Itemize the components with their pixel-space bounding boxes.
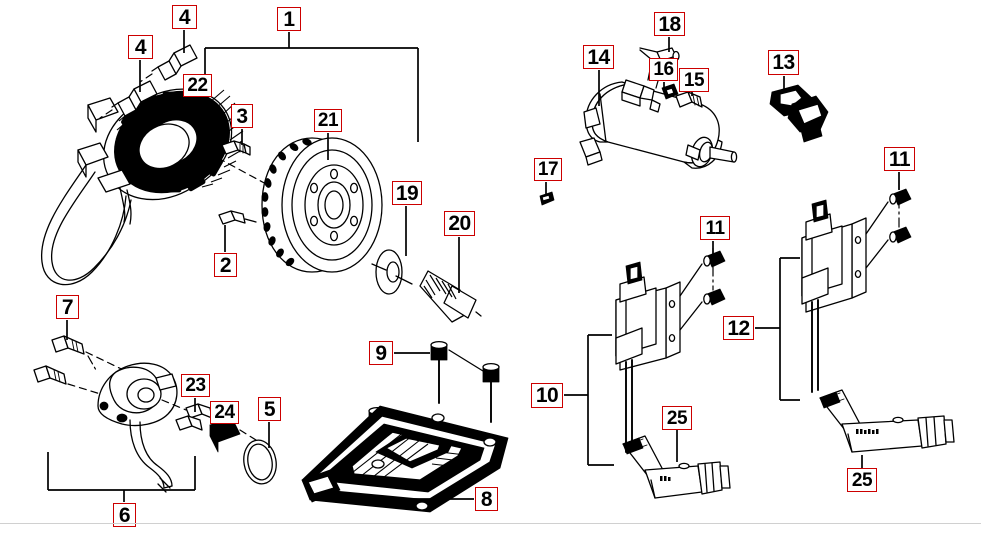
leader-12 <box>755 257 800 401</box>
callout-21[interactable]: 21 <box>314 109 342 132</box>
callout-18[interactable]: 18 <box>654 12 685 36</box>
callout-4[interactable]: 4 <box>128 35 153 59</box>
callout-16[interactable]: 16 <box>649 58 678 81</box>
callout-1[interactable]: 1 <box>277 7 301 31</box>
bottom-divider <box>0 523 981 524</box>
part-7-pump-mounting-bolt-b <box>33 365 67 385</box>
part-3-stator-screw <box>221 140 251 156</box>
part-25-spark-plug-cap-left <box>622 435 731 499</box>
callout-19[interactable]: 19 <box>392 181 422 205</box>
part-12-ignition-coil-right <box>801 199 867 393</box>
callout-25[interactable]: 25 <box>847 468 877 492</box>
callout-17[interactable]: 17 <box>534 158 562 181</box>
callout-23[interactable]: 23 <box>181 374 210 397</box>
callout-4[interactable]: 4 <box>172 5 197 29</box>
part-8-base-plate <box>301 405 509 513</box>
callout-22[interactable]: 22 <box>183 74 212 97</box>
part-6-water-pump-assembly <box>97 362 178 493</box>
part-19-starter-clutch-washer <box>371 249 413 295</box>
callout-15[interactable]: 15 <box>679 68 709 92</box>
part-11-coil-bolt-right-a <box>865 188 912 235</box>
callout-24[interactable]: 24 <box>210 401 239 424</box>
part-13-crank-position-sensor <box>769 84 829 143</box>
callout-12[interactable]: 12 <box>723 316 754 340</box>
part-20-starter-spring-pin <box>419 270 482 323</box>
part-17-shim-plate <box>539 191 555 206</box>
part-2-flywheel-bolt <box>218 210 257 225</box>
callout-20[interactable]: 20 <box>444 211 475 236</box>
callout-9[interactable]: 9 <box>369 341 393 365</box>
callout-10[interactable]: 10 <box>531 383 563 408</box>
callout-5[interactable]: 5 <box>258 397 281 421</box>
part-16-terminal-washer <box>661 83 679 100</box>
callout-25[interactable]: 25 <box>662 406 692 430</box>
part-4-grommet-bolt-upper <box>151 44 198 81</box>
part-5-o-ring <box>243 439 277 485</box>
part-21-flywheel-rotor <box>261 137 383 273</box>
callout-7[interactable]: 7 <box>56 295 79 319</box>
part-11-coil-bolt-left-a <box>679 250 726 297</box>
part-9-base-plate-bolt-b <box>482 362 500 423</box>
callout-14[interactable]: 14 <box>583 45 614 69</box>
part-7-pump-mounting-bolt-a <box>51 335 85 355</box>
part-11-coil-bolt-left-b <box>679 288 726 331</box>
callout-2[interactable]: 2 <box>214 253 237 277</box>
callout-6[interactable]: 6 <box>113 503 136 527</box>
callout-11[interactable]: 11 <box>884 147 915 171</box>
callout-13[interactable]: 13 <box>768 50 799 75</box>
part-11-coil-bolt-right-b <box>865 226 912 269</box>
part-25-spark-plug-cap-right <box>819 389 955 453</box>
part-9-base-plate-bolt-a <box>430 340 448 404</box>
callout-3[interactable]: 3 <box>231 104 253 128</box>
part-23-sensor-connector-pin <box>175 403 213 431</box>
callout-8[interactable]: 8 <box>475 487 498 511</box>
leader-1 <box>204 32 419 142</box>
part-22-stator-coil <box>41 87 244 286</box>
leader-6 <box>47 452 196 502</box>
leader-10 <box>564 334 614 466</box>
part-10-ignition-coil-left <box>615 261 681 453</box>
callout-11[interactable]: 11 <box>700 216 730 240</box>
